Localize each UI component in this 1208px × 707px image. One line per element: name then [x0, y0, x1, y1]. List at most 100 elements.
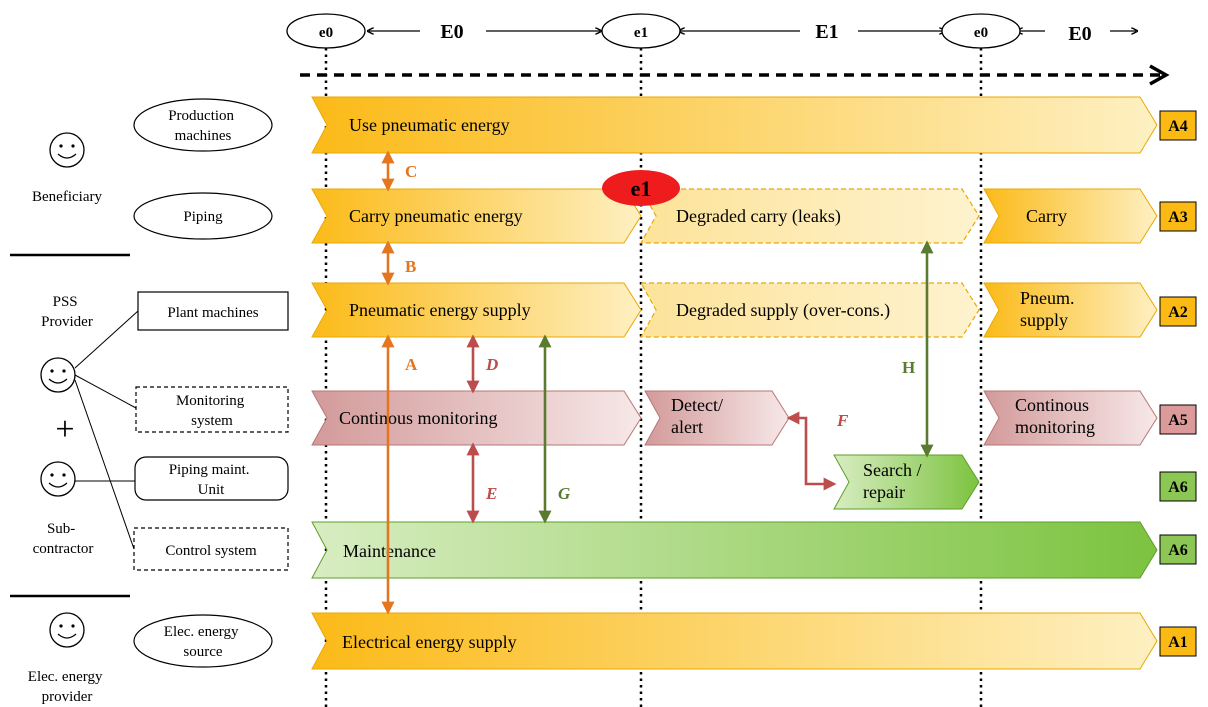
pneum-supply-label: Pneum. supply — [1020, 288, 1079, 330]
row-label-a3: A3 — [1159, 201, 1197, 232]
subcontractor-line1: Sub- — [47, 521, 75, 537]
piping-maint-unit-line1: Piping maint. — [169, 462, 250, 478]
continous-monitoring-2-line2: monitoring — [1015, 417, 1095, 437]
activity-carry: Carry — [983, 188, 1158, 244]
pss-provider-line2: Provider — [41, 314, 93, 330]
row-labels: A4 A3 A2 A5 A6 A6 A1 — [1159, 110, 1197, 657]
event-e1: e1 — [601, 13, 681, 49]
elec-provider-label: Elec. energy provider — [28, 669, 106, 705]
search-repair-label: Search / repair — [863, 460, 926, 502]
event-e0-start: e0 — [286, 13, 366, 49]
link-label-c: C — [405, 162, 417, 181]
use-pneumatic-label: Use pneumatic energy — [349, 115, 510, 135]
activity-pneum-supply: Pneum. supply — [983, 282, 1158, 338]
component-elec-energy-source: Elec. energy source — [133, 614, 273, 668]
beneficiary-actor: Beneficiary — [32, 132, 102, 205]
elec-energy-source-label: Elec. energy source — [164, 624, 242, 660]
maintenance-label: Maintenance — [343, 541, 436, 561]
pneum-supply-line2: supply — [1020, 310, 1068, 330]
activity-carry-pneumatic: Carry pneumatic energy — [311, 188, 642, 244]
activity-degraded-supply: Degraded supply (over-cons.) — [639, 282, 980, 338]
event-e0-end: e0 — [941, 13, 1021, 49]
monitoring-system-line1: Monitoring — [176, 393, 245, 409]
svg-text:A6: A6 — [1168, 479, 1188, 496]
svg-text:A2: A2 — [1168, 304, 1188, 321]
degraded-carry-label: Degraded carry (leaks) — [676, 206, 841, 227]
activity-degraded-carry: Degraded carry (leaks) — [639, 188, 980, 244]
beneficiary-label: Beneficiary — [32, 189, 102, 205]
pss-provider-actor: PSS Provider + — [40, 294, 93, 448]
row-label-a4: A4 — [1159, 110, 1197, 141]
row-label-a2: A2 — [1159, 296, 1197, 327]
event-e0-end-label: e0 — [974, 25, 988, 41]
detect-alert-line2: alert — [671, 417, 703, 437]
elec-provider-line1: Elec. energy — [28, 669, 103, 685]
pss-provider-line1: PSS — [53, 294, 78, 310]
degraded-supply-label: Degraded supply (over-cons.) — [676, 300, 890, 321]
activity-continous-monitoring: Continous monitoring — [311, 390, 642, 446]
monitoring-system-line2: system — [191, 413, 233, 429]
carry-pneumatic-label: Carry pneumatic energy — [349, 206, 523, 226]
row-label-a5: A5 — [1159, 404, 1197, 435]
actor-connectors — [74, 310, 139, 550]
phase-e1: E1 — [815, 21, 838, 43]
continous-monitoring-label: Continous monitoring — [339, 408, 498, 428]
piping-maint-unit-label: Piping maint. Unit — [169, 462, 254, 498]
elec-energy-source-line2: source — [183, 644, 222, 660]
row-label-a6-search: A6 — [1159, 471, 1197, 502]
svg-text:A3: A3 — [1168, 209, 1188, 226]
phase-e0-second: E0 — [1068, 23, 1091, 45]
row-label-a1: A1 — [1159, 626, 1197, 657]
component-piping-maint-unit: Piping maint. Unit — [134, 456, 289, 501]
svg-text:A6: A6 — [1168, 542, 1188, 559]
activity-continous-monitoring-2: Continous monitoring — [983, 390, 1158, 446]
activity-maintenance: Maintenance — [311, 521, 1158, 579]
event-e1-marker-label: e1 — [631, 176, 652, 201]
production-machines-line1: Production — [168, 108, 234, 124]
svg-text:A5: A5 — [1168, 412, 1188, 429]
elec-energy-source-line1: Elec. energy — [164, 624, 239, 640]
piping-maint-unit-line2: Unit — [198, 482, 226, 498]
svg-text:A1: A1 — [1168, 634, 1188, 651]
control-system-label: Control system — [165, 543, 257, 559]
component-control-system: Control system — [133, 527, 289, 571]
subcontractor-label: Sub- contractor — [33, 521, 94, 557]
component-monitoring-system: Monitoring system — [135, 386, 289, 433]
link-label-e: E — [485, 484, 497, 503]
smiley-icon — [49, 132, 85, 168]
component-production-machines: Production machines — [133, 98, 273, 152]
smiley-icon — [49, 612, 85, 648]
activity-detect-alert: Detect/ alert — [644, 390, 790, 446]
activity-electrical-supply: Electrical energy supply — [311, 612, 1158, 670]
pneumatic-supply-label: Pneumatic energy supply — [349, 300, 531, 320]
search-repair-line1: Search / — [863, 460, 921, 480]
piping-label: Piping — [183, 209, 223, 225]
elec-provider-actor: Elec. energy provider — [28, 612, 106, 705]
elec-provider-line2: provider — [42, 689, 93, 705]
continous-monitoring-2-label: Continous monitoring — [1015, 395, 1095, 437]
activity-pneumatic-supply: Pneumatic energy supply — [311, 282, 642, 338]
carry-label: Carry — [1026, 206, 1067, 226]
link-label-f: F — [836, 411, 849, 430]
component-piping: Piping — [133, 192, 273, 240]
arrows — [381, 150, 934, 615]
subcontractor-line2: contractor — [33, 541, 94, 557]
arrow-f — [786, 411, 837, 491]
link-label-g: G — [558, 484, 571, 503]
continous-monitoring-2-line1: Continous — [1015, 395, 1089, 415]
search-repair-line2: repair — [863, 482, 905, 502]
event-e0-start-label: e0 — [319, 25, 333, 41]
detect-alert-label: Detect/ alert — [671, 395, 727, 437]
link-label-a: A — [405, 355, 418, 374]
detect-alert-line1: Detect/ — [671, 395, 723, 415]
smiley-icon — [40, 461, 76, 497]
pneum-supply-line1: Pneum. — [1020, 288, 1075, 308]
phase-e0-first: E0 — [440, 21, 463, 43]
production-machines-label: Production machines — [168, 108, 238, 144]
subcontractor-actor: Sub- contractor — [33, 461, 94, 557]
plant-machines-label: Plant machines — [167, 305, 258, 321]
component-plant-machines: Plant machines — [137, 291, 289, 331]
link-label-h: H — [902, 358, 915, 377]
event-e1-label: e1 — [634, 25, 648, 41]
event-e1-marker: e1 — [602, 170, 680, 206]
